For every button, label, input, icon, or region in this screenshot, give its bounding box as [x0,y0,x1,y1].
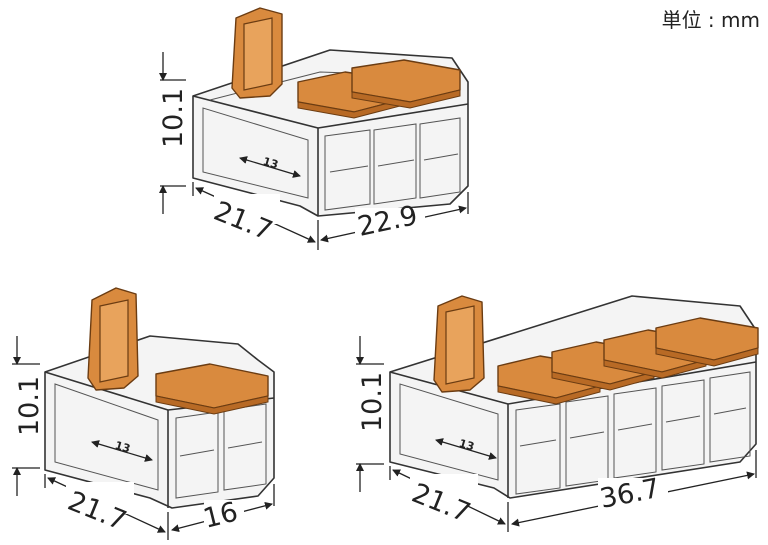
lever-width-label: 13 [261,155,279,172]
height-dimension: 10.1 [357,372,388,432]
lever-width-label: 13 [113,439,131,456]
unit-label: 単位 : mm [661,8,760,32]
connector-2-pole: 13 10.1 21.7 16 [12,287,275,540]
connector-3-pole: 13 10.1 21.7 22.9 [158,7,469,250]
height-dimension: 10.1 [158,88,189,148]
connector-5-pole: 13 10.1 21.7 36.7 [356,295,759,532]
lever-width-label: 13 [457,437,475,454]
height-dimension: 10.1 [14,376,45,436]
